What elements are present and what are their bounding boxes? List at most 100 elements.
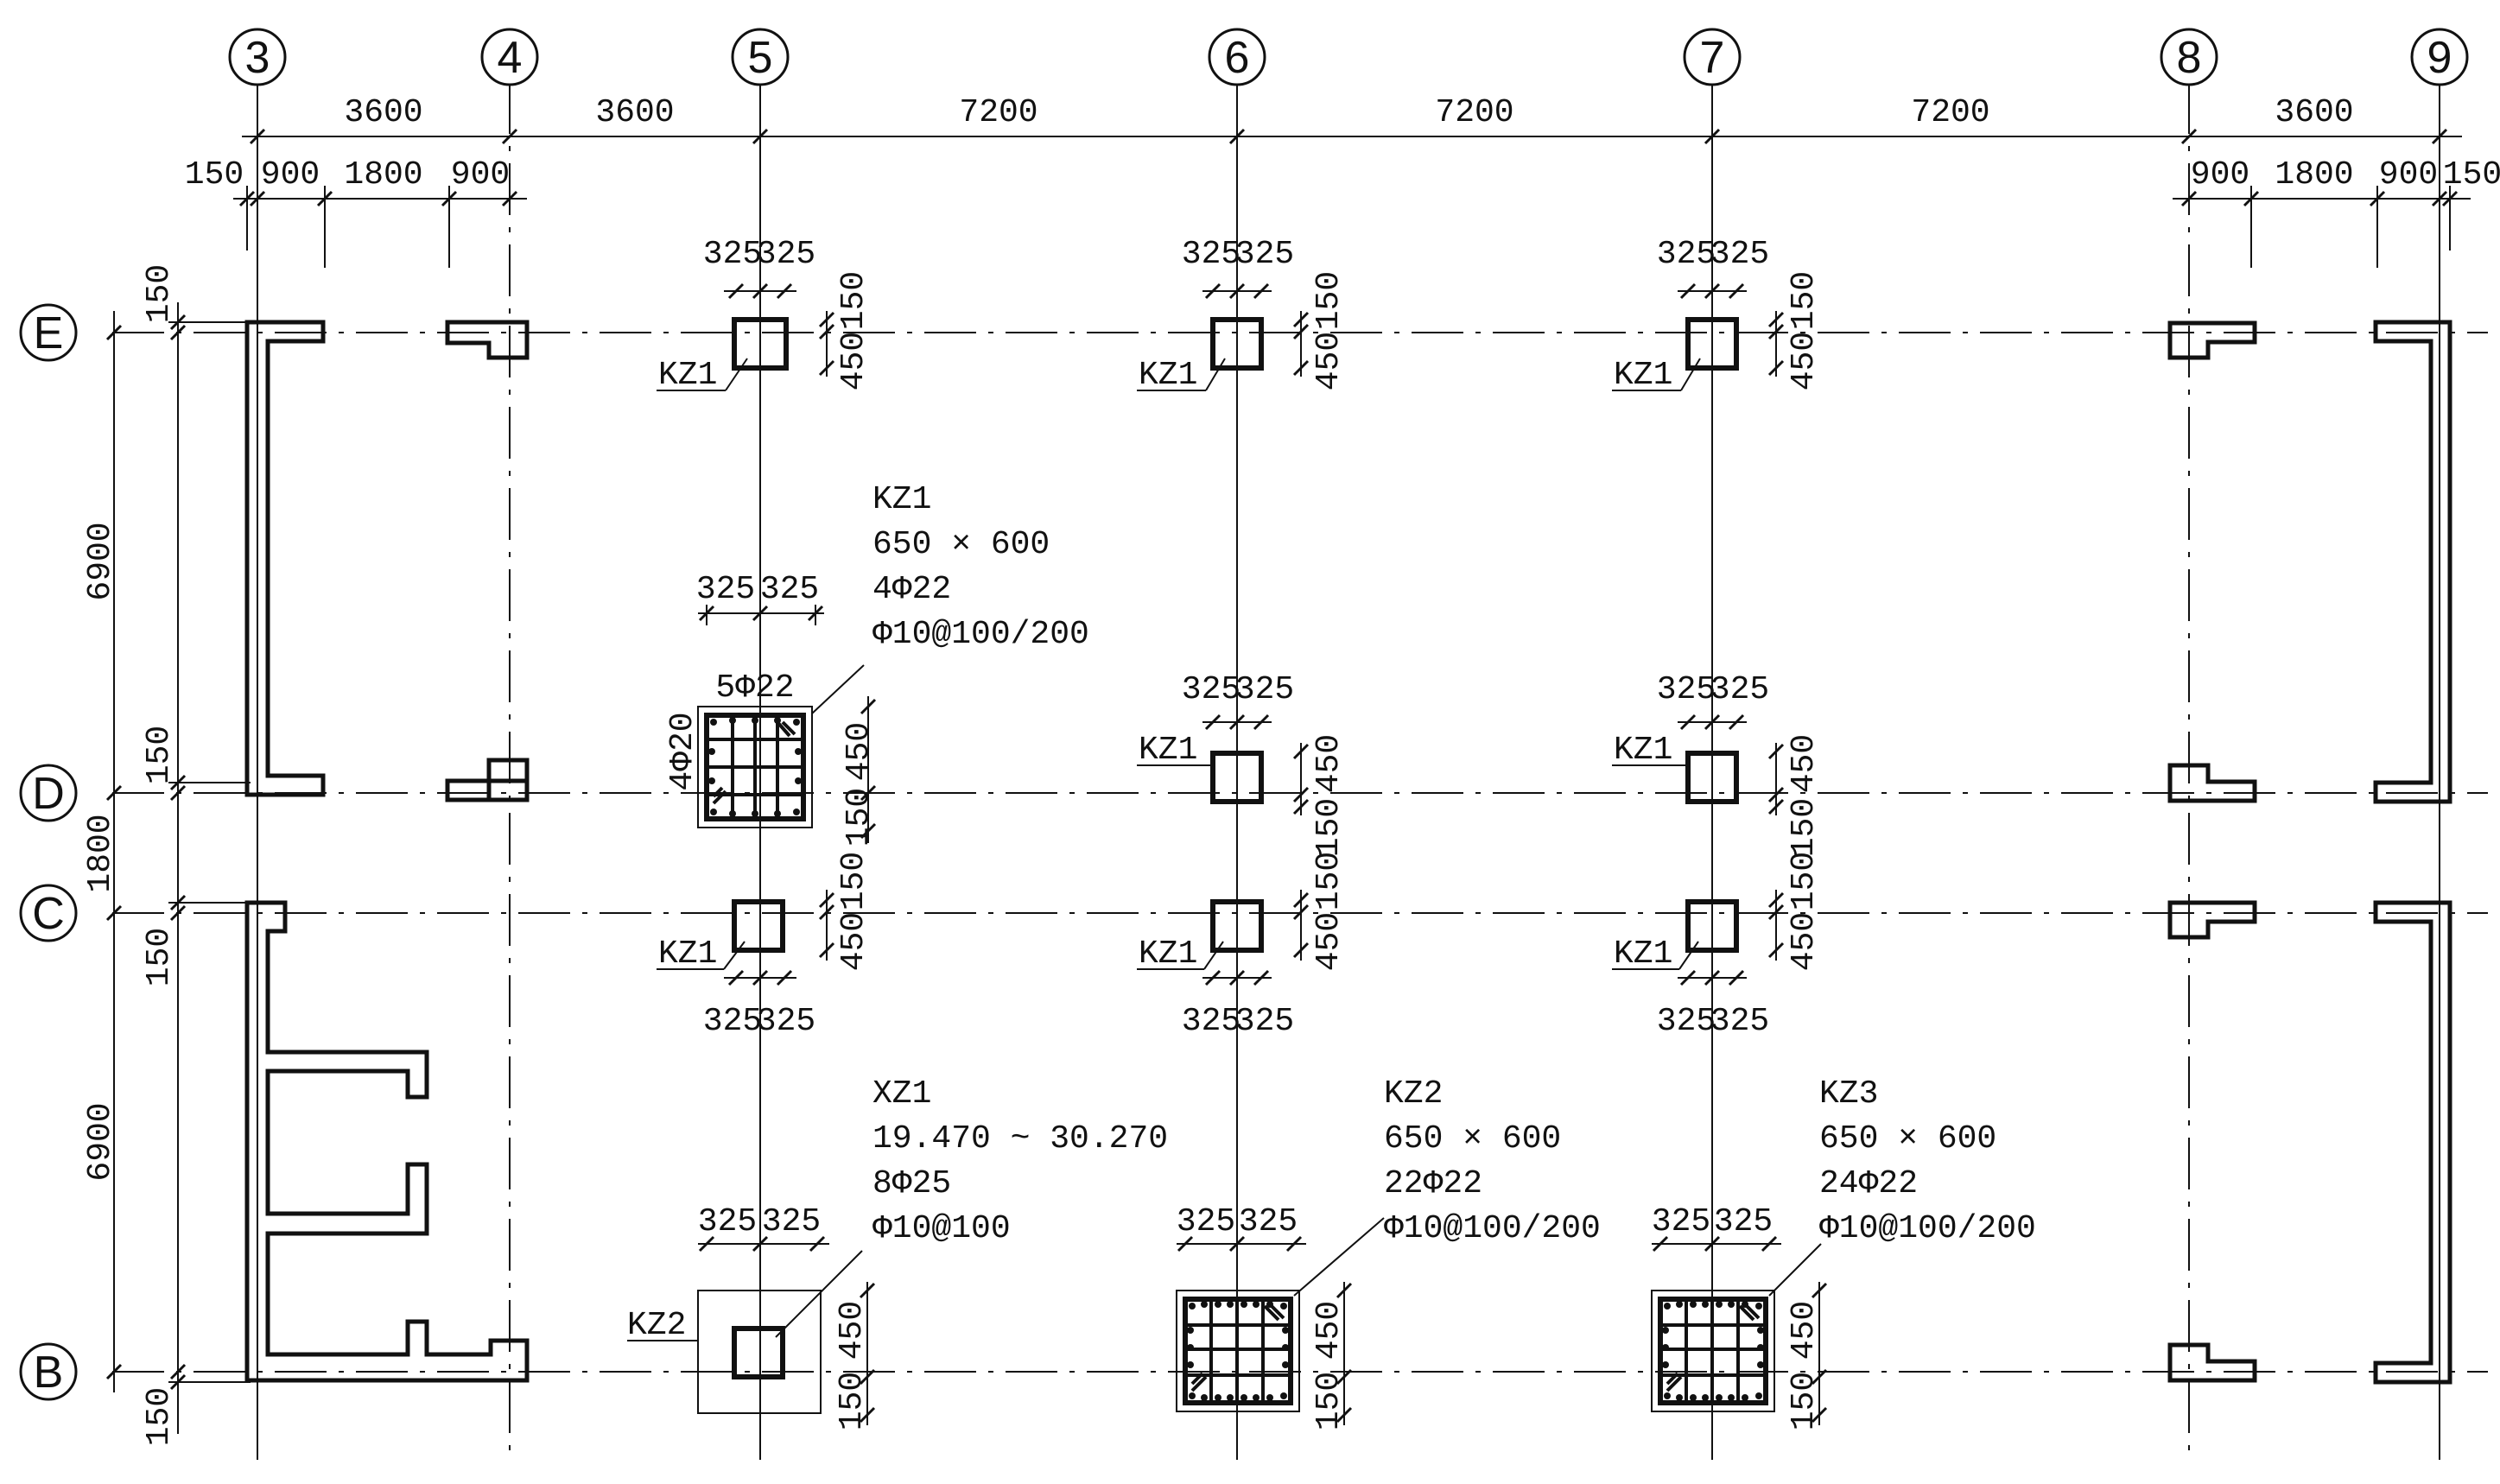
dim-450: 450 xyxy=(1310,912,1348,971)
callout-kz3-size: 650 × 600 xyxy=(1819,1120,1996,1157)
callout-kz3-stirrup: Φ10@100/200 xyxy=(1819,1210,2036,1247)
dim-450: 450 xyxy=(835,332,872,390)
dim-450: 450 xyxy=(841,722,878,781)
column-axis-8-d xyxy=(2167,763,2257,803)
top-sub-dimension-left: 150 900 1800 900 xyxy=(185,156,527,268)
column-axis-8-b xyxy=(2167,1342,2257,1383)
dim-450: 450 xyxy=(1310,734,1348,793)
dim-325-a: 325 xyxy=(698,1203,757,1240)
column-kz1-7-d xyxy=(1685,751,1739,804)
callout-kz2-name: KZ2 xyxy=(1384,1075,1443,1113)
dim-450: 450 xyxy=(834,1301,871,1360)
dim-span-4-5: 3600 xyxy=(595,94,674,131)
dim-sub-left-1800: 1800 xyxy=(344,156,422,193)
dim-450: 450 xyxy=(835,912,872,971)
column-axis-4-d xyxy=(445,778,530,802)
label-kz1: KZ1 xyxy=(1139,357,1197,394)
callout-xz1-elev: 19.470 ~ 30.270 xyxy=(872,1120,1168,1157)
top-sub-dimension-right: 900 1800 900 150 xyxy=(2173,156,2500,268)
callout-xz1-name: XZ1 xyxy=(872,1075,931,1113)
label-kz1: KZ1 xyxy=(658,357,717,394)
callout-xz1-bars: 8Φ25 xyxy=(872,1165,951,1202)
dim-sub-right-900a: 900 xyxy=(2191,156,2249,193)
dim-sub-c-150: 150 xyxy=(141,928,178,986)
dim-325-b: 325 xyxy=(1235,236,1294,273)
column-kz1-6-d xyxy=(1210,751,1264,804)
dim-span-e-d: 6900 xyxy=(82,522,119,600)
dim-sub-e-150: 150 xyxy=(141,264,178,323)
axis-label-7: 7 xyxy=(1700,33,1725,83)
column-kz1-7-c xyxy=(1685,899,1739,953)
dim-325-b: 325 xyxy=(1714,1203,1773,1240)
dim-325-a: 325 xyxy=(696,571,755,608)
callout-kz2-size: 650 × 600 xyxy=(1384,1120,1561,1157)
axis-bubble-8: 8 xyxy=(2160,28,2218,86)
label-kz1: KZ1 xyxy=(1614,732,1672,769)
dim-325-a: 325 xyxy=(1182,236,1240,273)
axis-bubble-d: D xyxy=(19,764,78,822)
dim-150: 150 xyxy=(1786,271,1823,330)
label-kz2: KZ2 xyxy=(627,1307,686,1344)
col-dims-7-c: 150 450 325 325 KZ1 xyxy=(1612,852,1823,1040)
axis-label-8: 8 xyxy=(2177,33,2202,83)
dim-150: 150 xyxy=(1310,1372,1348,1430)
callout-kz1-stirrup: Φ10@100/200 xyxy=(872,616,1089,653)
dim-325-b: 325 xyxy=(1710,1003,1769,1040)
col-dims-7-e: 325 325 450 150 KZ1 xyxy=(1612,236,1823,394)
top-dimension-chain: 3600 3600 7200 7200 7200 3600 xyxy=(242,94,2462,145)
dim-450: 450 xyxy=(1786,332,1823,390)
axis-label-6: 6 xyxy=(1225,33,1250,83)
column-kz1-6-e xyxy=(1210,317,1264,371)
label-kz1: KZ1 xyxy=(1614,357,1672,394)
dim-325-a: 325 xyxy=(1657,236,1716,273)
callout-kz1-size: 650 × 600 xyxy=(872,526,1050,563)
vertical-axis-bubbles: 3 4 5 6 7 8 9 xyxy=(228,28,2469,86)
dim-150: 150 xyxy=(835,271,872,330)
dim-sub-left-900b: 900 xyxy=(451,156,510,193)
axis-label-c: C xyxy=(32,889,65,939)
callout-kz1-name: KZ1 xyxy=(872,481,931,518)
callout-xz1-stirrup: Φ10@100 xyxy=(872,1210,1011,1247)
axis-bubble-9: 9 xyxy=(2410,28,2469,86)
dim-325-b: 325 xyxy=(757,1003,815,1040)
dim-325-b: 325 xyxy=(757,236,815,273)
dim-span-c-b: 6900 xyxy=(82,1102,119,1181)
axis-bubble-3: 3 xyxy=(228,28,287,86)
label-bars-top: 5Φ22 xyxy=(715,669,794,707)
dim-325-a: 325 xyxy=(1177,1203,1235,1240)
dim-150: 150 xyxy=(1310,852,1348,910)
column-axis-8-c xyxy=(2167,900,2257,940)
dim-325-b: 325 xyxy=(1710,671,1769,708)
dim-450: 450 xyxy=(1786,1301,1823,1360)
column-kz1-7-e xyxy=(1685,317,1739,371)
dim-325-a: 325 xyxy=(1657,1003,1716,1040)
column-axis-4-d-box xyxy=(445,758,530,802)
dim-sub-right-900b: 900 xyxy=(2379,156,2438,193)
axis-bubble-6: 6 xyxy=(1208,28,1266,86)
dim-325-a: 325 xyxy=(1182,1003,1240,1040)
left-sub-dimension-chain: 150 150 150 150 xyxy=(141,264,251,1446)
dim-150: 150 xyxy=(1786,1372,1823,1430)
col-dims-7-d: 325 325 450 150 KZ1 xyxy=(1612,671,1823,857)
callout-kz3: KZ3 650 × 600 24Φ22 Φ10@100/200 xyxy=(1819,1075,2036,1247)
dim-span-3-4: 3600 xyxy=(344,94,422,131)
column-detail-5-d: 5Φ22 4Φ20 325 325 450 150 xyxy=(664,571,878,847)
dim-span-8-9: 3600 xyxy=(2275,94,2353,131)
axis-bubble-7: 7 xyxy=(1683,28,1742,86)
label-kz1: KZ1 xyxy=(1139,732,1197,769)
column-axis-8-e xyxy=(2167,320,2257,360)
dim-150: 150 xyxy=(834,1372,871,1430)
wall-axis-9-lower xyxy=(2373,900,2452,1385)
dim-span-d-c: 1800 xyxy=(82,814,119,892)
col-dims-6-d: 325 325 450 150 KZ1 xyxy=(1137,671,1348,857)
axis-bubble-b: B xyxy=(19,1342,78,1401)
column-detail-7-b: 325 325 450 150 xyxy=(1651,1203,1828,1430)
dim-150: 150 xyxy=(1310,798,1348,857)
dim-span-5-6: 7200 xyxy=(959,94,1037,131)
dim-450: 450 xyxy=(1310,1301,1348,1360)
column-detail-5-b: 325 325 450 150 KZ2 xyxy=(627,1203,876,1430)
axis-label-e: E xyxy=(34,308,64,358)
dim-325-a: 325 xyxy=(1657,671,1716,708)
dim-sub-right-1800: 1800 xyxy=(2275,156,2353,193)
